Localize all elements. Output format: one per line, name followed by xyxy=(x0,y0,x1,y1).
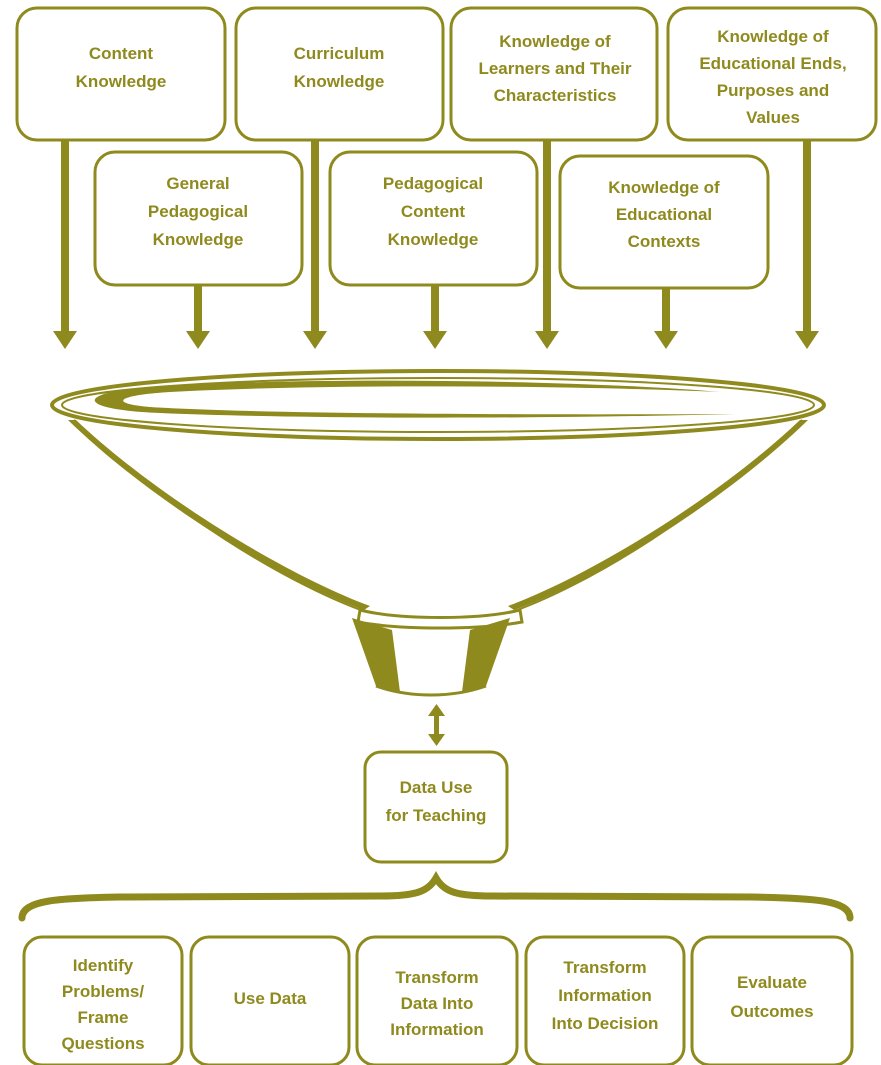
knowledge-of-contexts-label-line: Knowledge of xyxy=(608,178,720,197)
funnel-cone-right xyxy=(508,420,808,610)
curriculum-knowledge-label-line: Knowledge xyxy=(294,72,385,91)
curriculum-knowledge-label-line: Curriculum xyxy=(294,44,385,63)
arrows xyxy=(53,141,819,349)
funnel-cone-left xyxy=(68,420,370,610)
arrow-pedagogical-content-knowledge xyxy=(423,286,447,349)
funnel xyxy=(50,369,826,697)
middle-row-boxes xyxy=(93,150,770,290)
pedagogical-content-knowledge-label-line: Pedagogical xyxy=(383,174,483,193)
double-arrow xyxy=(428,704,445,746)
evaluate-outcomes-label-line: Outcomes xyxy=(730,1002,813,1021)
box-curriculum-knowledge xyxy=(234,6,445,142)
content-knowledge-label-line: Knowledge xyxy=(76,72,167,91)
knowledge-of-learners-label-line: Learners and Their xyxy=(478,59,631,78)
identify-problems-label-line: Frame xyxy=(77,1008,128,1027)
box-knowledge-of-contexts xyxy=(558,154,770,290)
curly-brace xyxy=(18,870,854,922)
funnel-rim-highlight xyxy=(94,380,736,418)
transform-data-label-line: Data Into xyxy=(401,994,474,1013)
general-pedagogical-knowledge-label-line: Pedagogical xyxy=(148,202,248,221)
general-pedagogical-knowledge-label-line: Knowledge xyxy=(153,230,244,249)
transform-information-label-line: Information xyxy=(558,986,652,1005)
box-use-data xyxy=(189,935,351,1065)
transform-data-label-line: Transform xyxy=(395,968,478,987)
box-knowledge-of-learners xyxy=(449,6,659,142)
content-knowledge-label-line: Content xyxy=(89,44,154,63)
use-data-label-line: Use Data xyxy=(234,989,307,1008)
knowledge-of-ends-label: Knowledge of Educational Ends, Purposes an… xyxy=(699,27,846,127)
box-identify-problems xyxy=(22,935,184,1065)
box-knowledge-of-ends xyxy=(666,6,878,142)
box-content-knowledge xyxy=(15,6,227,142)
box-transform-data xyxy=(355,935,519,1065)
knowledge-of-ends-label-line: Educational Ends, xyxy=(699,54,846,73)
transform-information-label-line: Transform xyxy=(563,958,646,977)
funnel-rim-inner xyxy=(61,377,815,433)
knowledge-of-contexts-label-line: Contexts xyxy=(628,232,701,251)
top-row-boxes xyxy=(15,6,878,142)
pedagogical-content-knowledge-label-line: Content xyxy=(401,202,466,221)
arrow-knowledge-of-learners xyxy=(535,141,559,349)
knowledge-of-learners-label-line: Characteristics xyxy=(494,86,617,105)
identify-problems-label-line: Problems/ xyxy=(62,982,144,1001)
knowledge-of-ends-label-line: Knowledge of xyxy=(717,27,829,46)
box-pedagogical-content-knowledge xyxy=(328,150,539,287)
data-use-for-teaching-label-line: for Teaching xyxy=(386,806,487,825)
step-boxes xyxy=(22,935,854,1065)
evaluate-outcomes-label-line: Evaluate xyxy=(737,973,807,992)
data-use-for-teaching-label: Data Use for Teaching xyxy=(386,778,487,825)
data-use-for-teaching-label-line: Data Use xyxy=(400,778,473,797)
arrow-general-pedagogical-knowledge xyxy=(186,286,210,349)
general-pedagogical-knowledge-label-line: General xyxy=(166,174,229,193)
knowledge-of-ends-label-line: Purposes and xyxy=(717,81,829,100)
transform-information-label-line: Into Decision xyxy=(552,1014,659,1033)
arrow-content-knowledge xyxy=(53,141,77,349)
use-data-label: Use Data xyxy=(234,989,307,1008)
knowledge-of-contexts-label-line: Educational xyxy=(616,205,712,224)
arrow-curriculum-knowledge xyxy=(303,141,327,349)
arrow-knowledge-of-contexts xyxy=(654,289,678,349)
transform-data-label-line: Information xyxy=(390,1020,484,1039)
identify-problems-label-line: Identify xyxy=(73,956,134,975)
funnel-neck xyxy=(356,608,524,630)
arrow-knowledge-of-ends xyxy=(795,141,819,349)
box-general-pedagogical-knowledge xyxy=(93,150,304,287)
box-evaluate-outcomes xyxy=(690,935,854,1065)
funnel-spout xyxy=(352,618,400,692)
knowledge-of-ends-label-line: Values xyxy=(746,108,800,127)
box-transform-information xyxy=(524,935,686,1065)
box-data-use-for-teaching xyxy=(363,750,509,864)
funnel-rim-outer xyxy=(50,369,826,441)
identify-problems-label-line: Questions xyxy=(61,1034,144,1053)
knowledge-of-learners-label-line: Knowledge of xyxy=(499,32,611,51)
pedagogical-content-knowledge-label-line: Knowledge xyxy=(388,230,479,249)
